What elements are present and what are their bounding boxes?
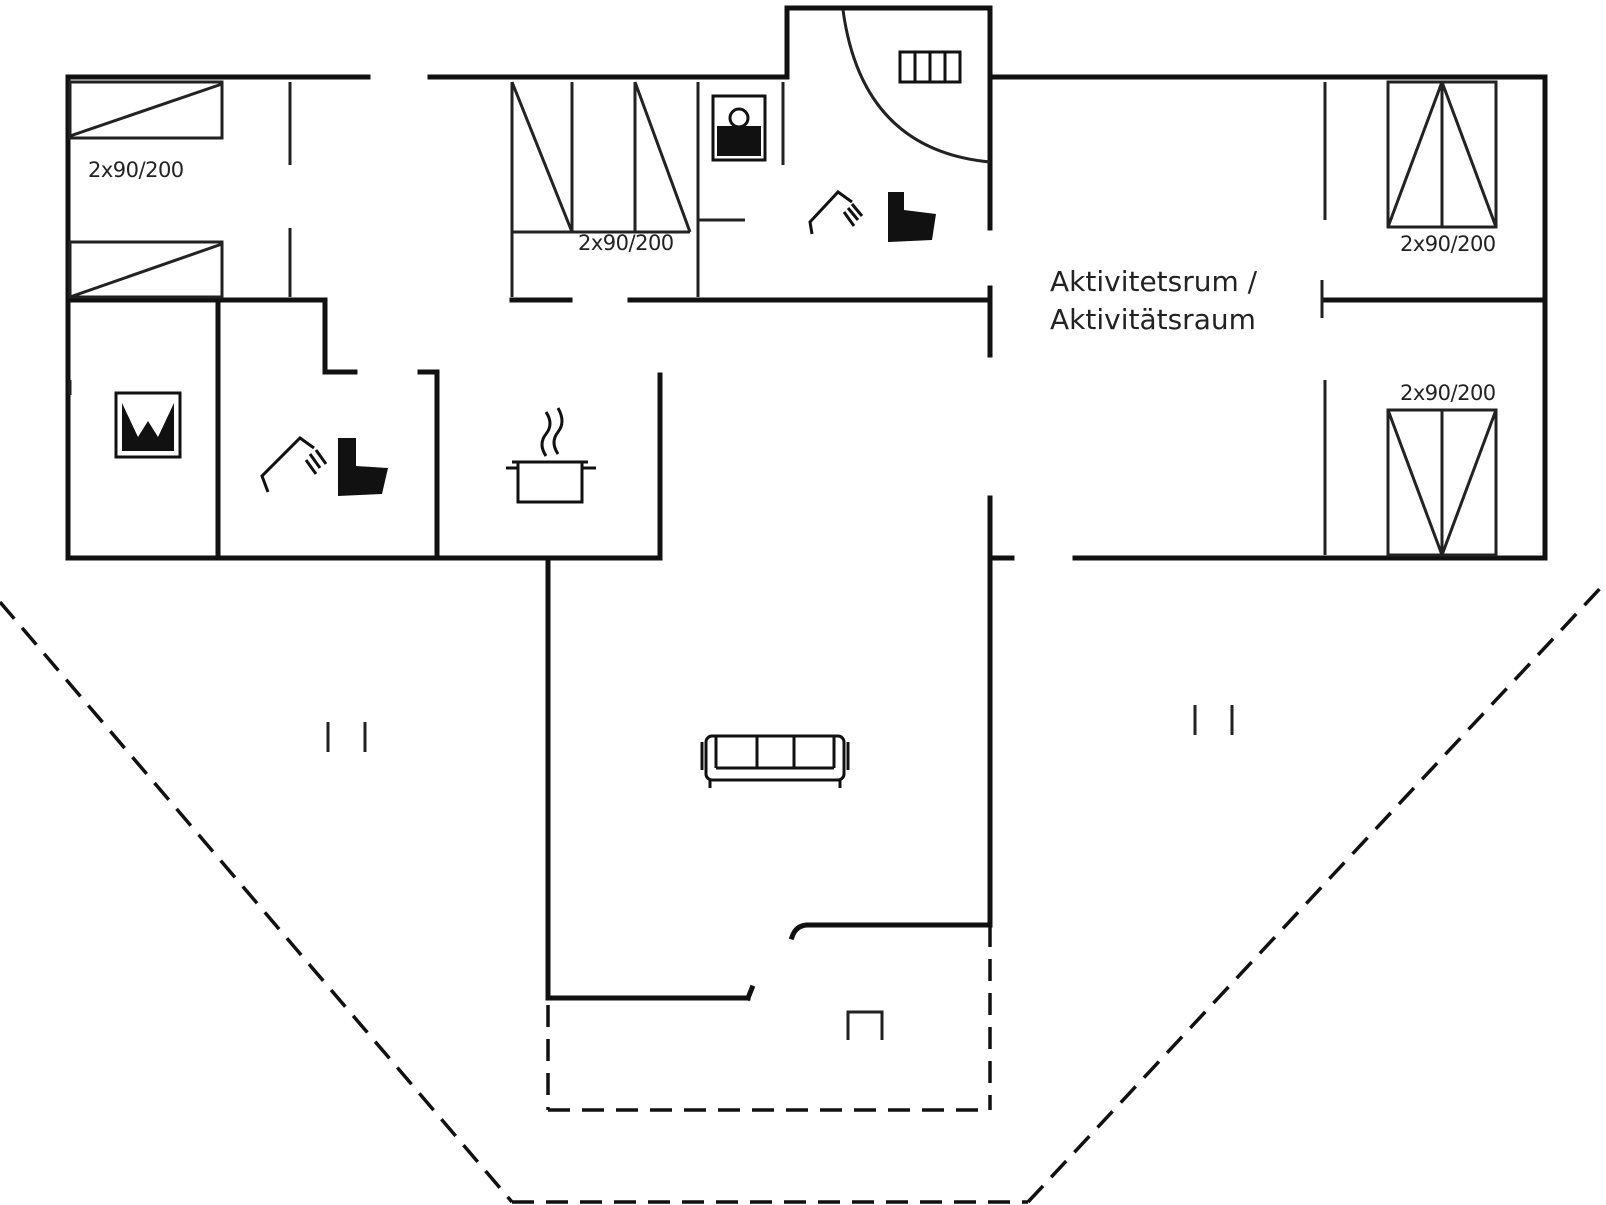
bed-pair-right-upper bbox=[1386, 80, 1498, 229]
heater-icon bbox=[898, 50, 962, 84]
room-label-activity: Aktivitetsrum / Aktivitätsraum bbox=[1050, 263, 1257, 339]
washing-machine-icon bbox=[711, 94, 767, 162]
bed-pair-right-lower bbox=[1386, 408, 1498, 557]
bunk-bed-icon bbox=[68, 80, 224, 299]
stove-pot-icon bbox=[506, 407, 596, 504]
terrace-outline bbox=[0, 580, 1606, 1204]
bed-label-top-left: 2x90/200 bbox=[88, 158, 184, 182]
toilet-shower-icon bbox=[260, 436, 388, 496]
door-swing-icon bbox=[841, 9, 991, 164]
room-label-line-1: Aktivitetsrum / bbox=[1050, 265, 1258, 298]
walls bbox=[65, 5, 1548, 1002]
bed-label-right-upper: 2x90/200 bbox=[1400, 232, 1496, 256]
bed-label-right-lower: 2x90/200 bbox=[1400, 381, 1496, 405]
outdoor-fixture-icon bbox=[846, 1010, 884, 1040]
bed-pair-top-middle bbox=[510, 81, 692, 233]
terrace-markers bbox=[326, 705, 1234, 752]
bed-label-top-middle: 2x90/200 bbox=[578, 231, 674, 255]
room-label-line-2: Aktivitätsraum bbox=[1050, 303, 1256, 336]
sofa-icon bbox=[700, 734, 850, 788]
dryer-icon bbox=[114, 391, 182, 459]
toilet-shower-icon bbox=[808, 190, 936, 242]
